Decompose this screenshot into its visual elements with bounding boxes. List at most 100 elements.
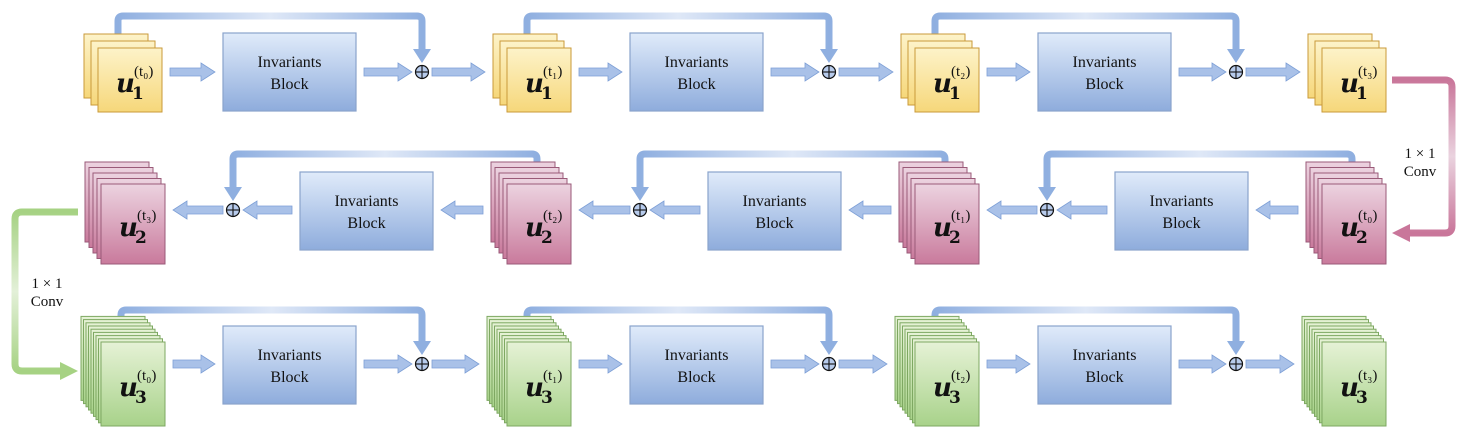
conv-arrowhead xyxy=(60,362,78,380)
tensor-var: u xyxy=(933,373,952,403)
tensor-superscript: (t₁) xyxy=(543,368,562,384)
skip-connection xyxy=(931,12,1245,65)
tensor-var: u xyxy=(119,213,138,243)
add-node xyxy=(414,64,430,80)
add-node xyxy=(225,202,241,218)
skip-line xyxy=(523,12,833,65)
flow-arrow xyxy=(578,62,623,82)
block-label-line1: Invariants xyxy=(258,54,322,71)
tensor-front-card xyxy=(97,47,163,113)
tensor-front-card xyxy=(506,341,572,427)
tensor-front-card xyxy=(100,341,166,427)
flow-arrow xyxy=(838,354,888,374)
tensor-var: u xyxy=(116,69,135,99)
flow-arrow xyxy=(986,354,1031,374)
flow-arrow xyxy=(172,200,224,220)
tensor-superscript: (t₂) xyxy=(951,64,970,80)
flow-arrow xyxy=(986,62,1031,82)
skip-connection xyxy=(631,150,949,203)
block-rect xyxy=(707,171,842,251)
add-node xyxy=(1228,64,1244,80)
skip-connection xyxy=(224,150,541,203)
tensor-stack-stage-1-t3: u1(t₃) xyxy=(1307,33,1387,113)
flow-arrow xyxy=(1178,62,1227,82)
flow-arrow xyxy=(169,62,216,82)
skip-connection xyxy=(523,306,838,357)
skip-line xyxy=(931,306,1240,357)
tensor-stack-stage-3-t2: u3(t₂) xyxy=(894,315,980,427)
tensor-subscript: 3 xyxy=(949,388,961,408)
skip-line xyxy=(114,12,426,65)
tensor-front-card xyxy=(1321,183,1387,265)
tensor-subscript: 3 xyxy=(1356,388,1368,408)
tensor-superscript: (t₀) xyxy=(1358,208,1377,224)
block-label-line2: Block xyxy=(347,215,385,232)
flow-arrow xyxy=(838,62,894,82)
flow-arrow xyxy=(578,354,623,374)
tensor-stack-stage-2-t3: u2(t₃) xyxy=(84,161,166,265)
block-rect xyxy=(222,32,357,112)
tensor-superscript: (t₁) xyxy=(543,64,562,80)
flow-arrow xyxy=(440,200,484,220)
conv-label-line1: 1 × 1 xyxy=(32,276,63,292)
tensor-var: u xyxy=(525,69,544,99)
flow-arrow xyxy=(431,354,480,374)
block-rect xyxy=(629,325,764,405)
block-label-line1: Invariants xyxy=(258,347,322,364)
flow-arrow xyxy=(172,354,216,374)
flow-arrow xyxy=(242,200,293,220)
skip-connection xyxy=(931,306,1245,357)
tensor-subscript: 1 xyxy=(949,84,961,104)
add-node xyxy=(821,356,837,372)
tensor-front-card xyxy=(914,341,980,427)
tensor-var: u xyxy=(119,373,138,403)
flow-arrow xyxy=(578,200,631,220)
block-label-line1: Invariants xyxy=(1150,193,1214,210)
block-rect xyxy=(1037,325,1172,405)
block-label-line2: Block xyxy=(677,369,715,386)
block-label-line2: Block xyxy=(677,76,715,93)
add-node xyxy=(632,202,648,218)
tensor-stack-stage-2-t2: u2(t₂) xyxy=(490,161,572,265)
conv-label-line1: 1 × 1 xyxy=(1405,146,1436,162)
block-rect xyxy=(1114,171,1249,251)
tensor-front-card xyxy=(914,183,980,265)
tensor-front-card xyxy=(506,47,572,113)
skip-arrowhead xyxy=(1227,49,1245,63)
conv-line xyxy=(11,208,78,375)
tensor-subscript: 1 xyxy=(132,84,144,104)
skip-arrowhead xyxy=(631,187,649,201)
tensor-subscript: 2 xyxy=(1356,228,1368,248)
block-label-line1: Invariants xyxy=(665,347,729,364)
block-label-line2: Block xyxy=(1085,369,1123,386)
flow-arrow xyxy=(1056,200,1108,220)
tensor-var: u xyxy=(1340,69,1359,99)
flow-arrow xyxy=(431,62,486,82)
flow-arrow xyxy=(1255,200,1299,220)
flow-arrow xyxy=(649,200,701,220)
skip-connection xyxy=(523,12,838,65)
tensor-superscript: (t₃) xyxy=(137,208,156,224)
add-node xyxy=(1228,356,1244,372)
tensor-front-card xyxy=(100,183,166,265)
skip-arrowhead xyxy=(820,341,838,355)
tensor-front-card xyxy=(1321,341,1387,427)
skip-line xyxy=(117,306,426,357)
tensor-stack-stage-1-t1: u1(t₁) xyxy=(492,33,572,113)
tensor-var: u xyxy=(525,213,544,243)
tensor-var: u xyxy=(933,213,952,243)
skip-arrowhead xyxy=(1227,341,1245,355)
skip-line xyxy=(931,12,1240,65)
add-node xyxy=(1039,202,1055,218)
block-label-line1: Invariants xyxy=(743,193,807,210)
flow-arrow xyxy=(1245,354,1295,374)
skip-arrowhead xyxy=(1038,187,1056,201)
block-label-line1: Invariants xyxy=(335,193,399,210)
